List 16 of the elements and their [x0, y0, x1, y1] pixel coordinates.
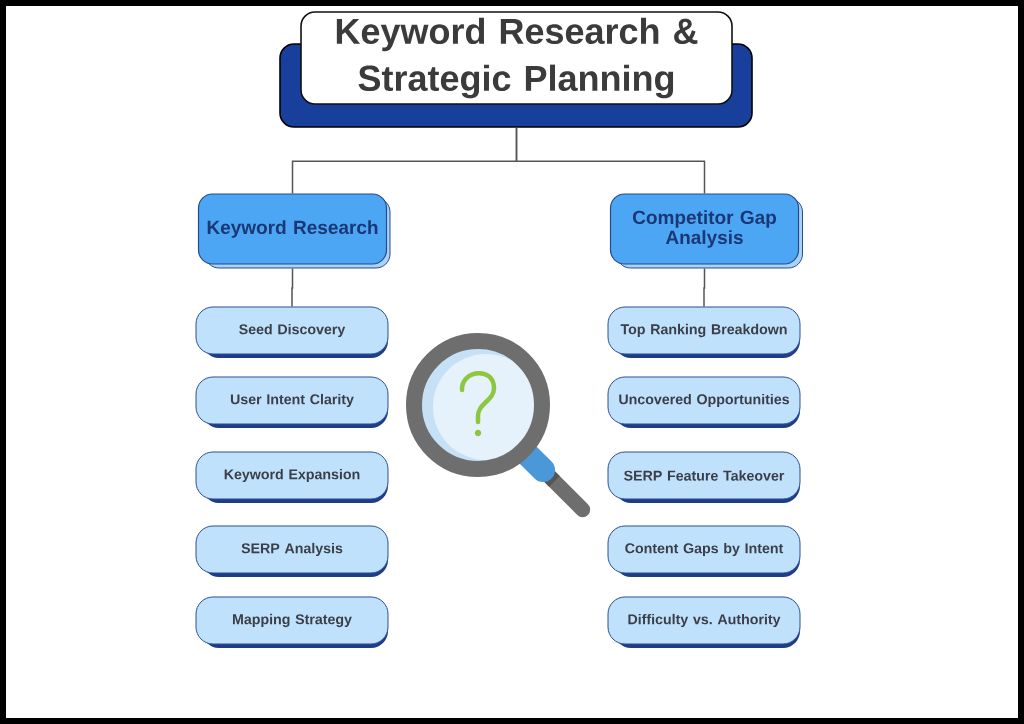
item-box: Difficulty vs. Authority [607, 596, 801, 648]
item-box: Content Gaps by Intent [607, 525, 801, 577]
connector-line [515, 127, 706, 195]
category-box: Competitor Gap Analysis [609, 193, 803, 269]
connector-line [291, 267, 294, 308]
item-box: Seed Discovery [195, 306, 389, 358]
connector-line [703, 267, 706, 308]
item-box: User Intent Clarity [195, 376, 389, 428]
item-box: Mapping Strategy [195, 596, 389, 648]
title-box: Keyword Research & Strategic Planning [279, 11, 753, 128]
item-box: Keyword Expansion [195, 451, 389, 503]
category-box: Keyword Research [197, 193, 391, 269]
item-box: Uncovered Opportunities [607, 376, 801, 428]
item-box: SERP Feature Takeover [607, 451, 801, 503]
item-box: SERP Analysis [195, 525, 389, 577]
item-box: Top Ranking Breakdown [607, 306, 801, 358]
